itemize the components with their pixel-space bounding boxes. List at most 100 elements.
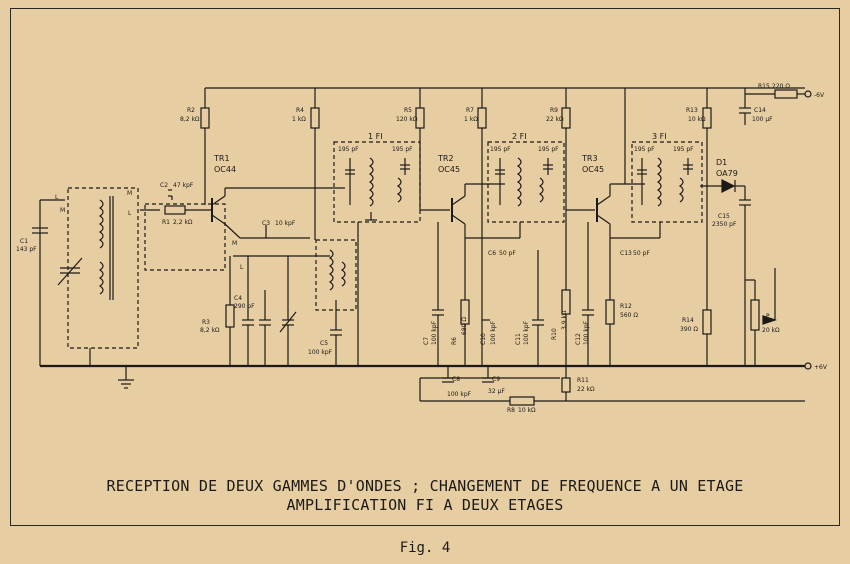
svg-text:100 kpF: 100 kpF bbox=[583, 320, 590, 345]
r14 bbox=[702, 309, 712, 335]
if-transformer-1 bbox=[333, 141, 421, 223]
svg-text:R2: R2 bbox=[187, 107, 195, 114]
svg-text:100 kpF: 100 kpF bbox=[447, 391, 472, 398]
svg-text:100 kpF: 100 kpF bbox=[308, 349, 333, 356]
if-transformer-2 bbox=[487, 141, 565, 223]
r11 bbox=[561, 377, 571, 393]
svg-text:32 µF: 32 µF bbox=[488, 388, 505, 395]
svg-text:10 kΩ: 10 kΩ bbox=[518, 407, 536, 414]
svg-text:C12: C12 bbox=[575, 333, 582, 345]
svg-text:220 Ω: 220 Ω bbox=[772, 83, 790, 90]
svg-text:C11: C11 bbox=[515, 333, 522, 345]
svg-text:195 pF: 195 pF bbox=[634, 146, 655, 153]
svg-text:C2: C2 bbox=[160, 182, 168, 189]
antenna-coil-1 bbox=[98, 199, 104, 249]
if2-label: 2 FI bbox=[512, 132, 527, 141]
pot-p bbox=[750, 299, 760, 331]
svg-text:R4: R4 bbox=[296, 107, 304, 114]
svg-text:R7: R7 bbox=[466, 107, 474, 114]
svg-text:R15: R15 bbox=[758, 83, 770, 90]
svg-text:M: M bbox=[127, 190, 132, 197]
svg-text:P: P bbox=[766, 313, 770, 320]
supply-neg-label: -6V bbox=[814, 92, 825, 99]
svg-text:100 kpF: 100 kpF bbox=[490, 320, 497, 345]
svg-text:3,9 kΩ: 3,9 kΩ bbox=[561, 310, 568, 330]
supply-pos-label: +6V bbox=[814, 364, 828, 371]
r2 bbox=[200, 107, 210, 129]
tr2-type: OC45 bbox=[438, 165, 460, 174]
tr3-label: TR3 bbox=[581, 154, 598, 163]
figure-label: Fig. 4 bbox=[399, 540, 451, 556]
svg-text:195 pF: 195 pF bbox=[490, 146, 511, 153]
svg-text:R10: R10 bbox=[551, 328, 558, 340]
svg-text:2,2 kΩ: 2,2 kΩ bbox=[173, 219, 193, 226]
if1-label: 1 FI bbox=[368, 132, 383, 141]
r4 bbox=[310, 107, 320, 129]
svg-text:L: L bbox=[55, 194, 59, 201]
tr1-type: OC44 bbox=[214, 165, 236, 174]
d1-diode bbox=[721, 179, 736, 193]
r3 bbox=[225, 304, 235, 328]
svg-text:50 pF: 50 pF bbox=[499, 250, 516, 257]
svg-text:C13: C13 bbox=[620, 250, 632, 257]
if-transformer-3 bbox=[631, 141, 703, 223]
d1-label: D1 bbox=[716, 158, 727, 167]
svg-text:R14: R14 bbox=[682, 317, 694, 324]
svg-text:M: M bbox=[232, 240, 237, 247]
svg-text:290 pF: 290 pF bbox=[234, 303, 255, 310]
svg-text:120 kΩ: 120 kΩ bbox=[396, 116, 418, 123]
r7 bbox=[477, 107, 487, 129]
svg-text:100 µF: 100 µF bbox=[752, 116, 773, 123]
svg-text:2350 pF: 2350 pF bbox=[712, 221, 737, 228]
svg-text:100 kpF: 100 kpF bbox=[431, 320, 438, 345]
figure-frame bbox=[10, 8, 840, 526]
svg-text:M: M bbox=[60, 207, 65, 214]
tr2-label: TR2 bbox=[437, 154, 454, 163]
svg-text:390 Ω: 390 Ω bbox=[680, 326, 698, 333]
antenna-coil-2 bbox=[98, 261, 104, 295]
svg-text:1 kΩ: 1 kΩ bbox=[464, 116, 478, 123]
svg-text:195 pF: 195 pF bbox=[673, 146, 694, 153]
svg-text:50 pF: 50 pF bbox=[633, 250, 650, 257]
tr3-type: OC45 bbox=[582, 165, 604, 174]
svg-text:C3: C3 bbox=[262, 220, 270, 227]
c1-label: C1 bbox=[20, 238, 28, 245]
caption-line-1: RECEPTION DE DEUX GAMMES D'ONDES ; CHANG… bbox=[106, 477, 744, 495]
svg-text:20 kΩ: 20 kΩ bbox=[762, 327, 780, 334]
terminal-neg bbox=[804, 90, 812, 98]
svg-text:C5: C5 bbox=[320, 340, 328, 347]
if3-label: 3 FI bbox=[652, 132, 667, 141]
c1-value: 143 pF bbox=[16, 246, 37, 253]
svg-text:22 kΩ: 22 kΩ bbox=[577, 386, 595, 393]
svg-text:C4: C4 bbox=[234, 295, 242, 302]
svg-text:R3: R3 bbox=[202, 319, 210, 326]
svg-text:10 kpF: 10 kpF bbox=[275, 220, 296, 227]
svg-text:22 kΩ: 22 kΩ bbox=[546, 116, 564, 123]
osc-coil-box bbox=[315, 239, 357, 311]
circuit-schematic: -6V +6V C1 143 pF L M L M C2 47 kpF R1 2… bbox=[16, 83, 828, 414]
r10 bbox=[561, 289, 571, 315]
d1-type: OA79 bbox=[716, 169, 738, 178]
svg-text:195 pF: 195 pF bbox=[392, 146, 413, 153]
svg-text:R6: R6 bbox=[451, 337, 458, 345]
svg-text:R13: R13 bbox=[686, 107, 698, 114]
svg-text:L: L bbox=[128, 210, 132, 217]
svg-text:R11: R11 bbox=[577, 377, 589, 384]
svg-text:195 pF: 195 pF bbox=[338, 146, 359, 153]
svg-text:8,2 kΩ: 8,2 kΩ bbox=[200, 327, 220, 334]
caption-line-2: AMPLIFICATION FI A DEUX ETAGES bbox=[286, 496, 564, 514]
svg-text:560 Ω: 560 Ω bbox=[620, 312, 638, 319]
svg-text:R12: R12 bbox=[620, 303, 632, 310]
svg-text:C10: C10 bbox=[480, 333, 487, 345]
r15 bbox=[774, 89, 798, 99]
tr1-label: TR1 bbox=[213, 154, 230, 163]
svg-text:1 kΩ: 1 kΩ bbox=[292, 116, 306, 123]
svg-text:C14: C14 bbox=[754, 107, 766, 114]
svg-text:R5: R5 bbox=[404, 107, 412, 114]
svg-text:8,2 kΩ: 8,2 kΩ bbox=[180, 116, 200, 123]
svg-text:C15: C15 bbox=[718, 213, 730, 220]
svg-text:R9: R9 bbox=[550, 107, 558, 114]
svg-text:100 kpF: 100 kpF bbox=[523, 320, 530, 345]
svg-text:10 kΩ: 10 kΩ bbox=[688, 116, 706, 123]
svg-text:R8: R8 bbox=[507, 407, 515, 414]
